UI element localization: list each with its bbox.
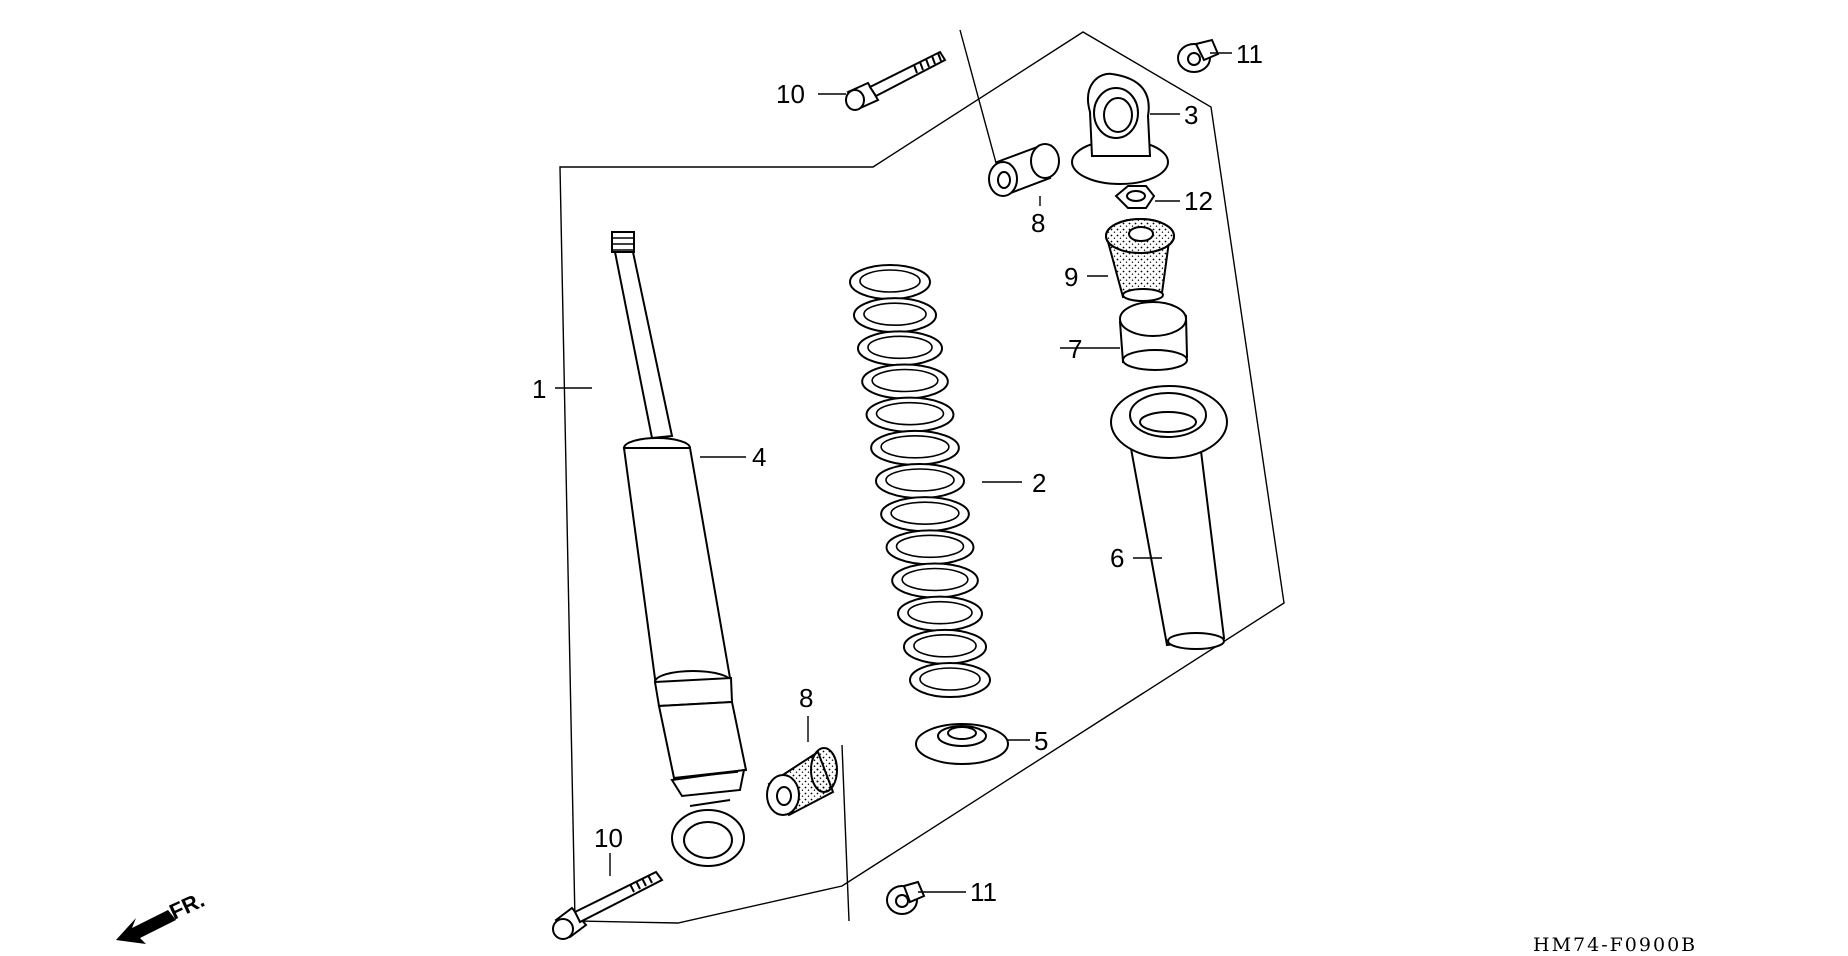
shock-absorber bbox=[611, 231, 748, 867]
label-part-2: 2 bbox=[1032, 468, 1046, 498]
spring-coil-inner bbox=[867, 335, 933, 360]
dust-boot bbox=[1110, 385, 1228, 650]
label-part-7: 7 bbox=[1068, 334, 1082, 364]
label-part-5: 5 bbox=[1034, 726, 1048, 756]
front-direction-arrow-icon bbox=[116, 910, 176, 944]
label-part-10-lower: 10 bbox=[594, 823, 623, 853]
label-part-8-lower: 8 bbox=[799, 683, 813, 713]
label-part-11-upper: 11 bbox=[1236, 39, 1263, 69]
spring-coil-inner bbox=[871, 368, 939, 393]
spring-coil-inner bbox=[859, 269, 921, 293]
spring-seat bbox=[915, 723, 1009, 765]
coil-spring bbox=[849, 264, 991, 698]
label-part-1: 1 bbox=[532, 374, 546, 404]
spring-coil-inner bbox=[901, 567, 969, 592]
flange-nut-upper bbox=[1177, 38, 1220, 73]
spring-coil-inner bbox=[880, 435, 950, 459]
frame-fold-line bbox=[959, 29, 1003, 186]
spring-coil-inner bbox=[885, 468, 955, 492]
label-part-6: 6 bbox=[1110, 543, 1124, 573]
spring-coil-inner bbox=[863, 302, 927, 326]
upper-mount bbox=[1071, 72, 1169, 185]
spring-coil-inner bbox=[875, 401, 945, 426]
spring-coil-inner bbox=[890, 501, 960, 525]
spring-coil-inner bbox=[895, 534, 965, 559]
bushing-lower bbox=[766, 747, 838, 817]
bump-stop bbox=[1105, 218, 1175, 302]
spring-coil-inner bbox=[919, 667, 981, 691]
label-part-3: 3 bbox=[1184, 100, 1198, 130]
label-part-8-upper: 8 bbox=[1031, 208, 1045, 238]
label-part-12: 12 bbox=[1184, 186, 1213, 216]
bolt-upper bbox=[845, 50, 947, 111]
label-part-10-upper: 10 bbox=[776, 79, 805, 109]
flange-nut-lower bbox=[886, 880, 926, 915]
bolt-lower bbox=[552, 870, 664, 940]
spring-coil-inner bbox=[913, 634, 977, 658]
bushing-upper bbox=[988, 143, 1060, 197]
drawing-code: HM74-F0900B bbox=[1533, 934, 1697, 956]
collar bbox=[1118, 301, 1189, 371]
label-part-11-lower: 11 bbox=[970, 877, 997, 907]
leader-lines bbox=[555, 52, 1232, 893]
assembly-frame bbox=[559, 31, 1285, 924]
label-part-9: 9 bbox=[1064, 262, 1078, 292]
label-part-4: 4 bbox=[752, 442, 766, 472]
frame-fold-line-lower bbox=[841, 744, 850, 922]
lock-nut bbox=[1114, 185, 1156, 209]
spring-coil-inner bbox=[907, 600, 973, 625]
